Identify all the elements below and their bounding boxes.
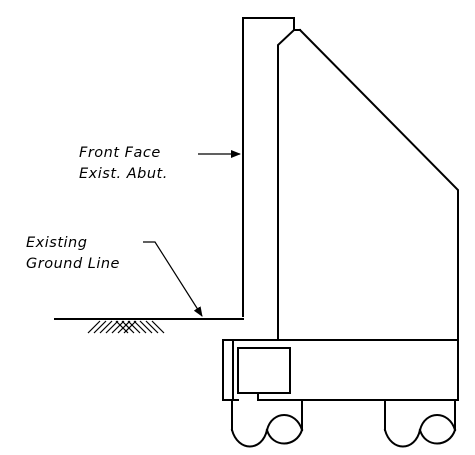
leader-ground-line — [143, 241, 203, 317]
label-front-face-line1: Front Face — [79, 145, 161, 161]
earth-hatch — [87, 320, 165, 334]
piles — [230, 399, 457, 448]
label-front-face-line2: Exist. Abut. — [79, 166, 168, 182]
footing — [222, 339, 459, 401]
label-ground-line1: Existing — [26, 235, 88, 251]
abutment-stem — [242, 17, 301, 339]
label-ground-line2: Ground Line — [26, 256, 120, 272]
wingwall-outline — [298, 28, 459, 341]
